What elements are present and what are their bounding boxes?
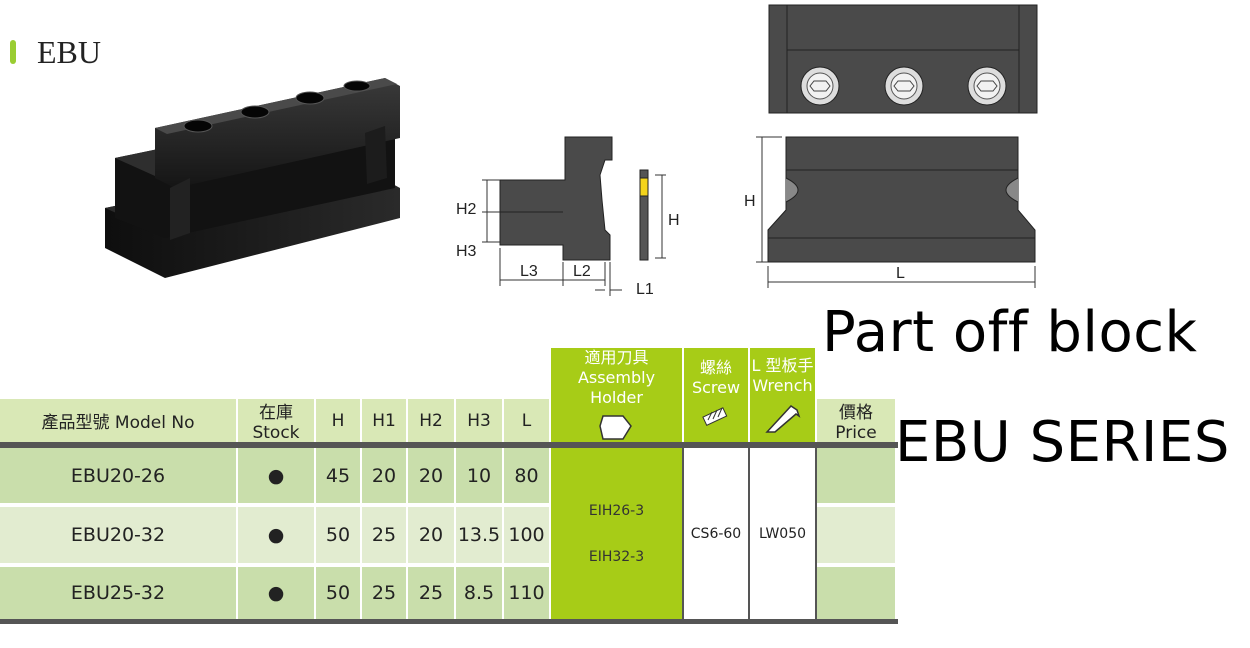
page-title: EBU bbox=[37, 34, 101, 70]
row2-price bbox=[817, 507, 895, 563]
dim-label-h3: H3 bbox=[456, 243, 477, 260]
product-photo bbox=[105, 78, 400, 278]
row1-model: EBU20-26 bbox=[0, 448, 236, 503]
header-rule bbox=[0, 442, 898, 448]
col-header-h2: H2 bbox=[408, 399, 454, 442]
row2-h1: 25 bbox=[362, 507, 406, 563]
row-separator bbox=[817, 503, 895, 507]
dim-label-h1: H1 bbox=[668, 212, 680, 229]
holder-merged-cell: EIH26-3 EIH32-3 bbox=[551, 448, 682, 619]
row1-stock: ● bbox=[238, 448, 314, 503]
row1-h3: 10 bbox=[456, 448, 502, 503]
wrench-header-en: Wrench bbox=[752, 376, 813, 395]
row3-l: 110 bbox=[504, 567, 549, 619]
column-divider bbox=[682, 448, 684, 619]
dim-label-l1: L1 bbox=[636, 281, 654, 298]
row2-h: 50 bbox=[316, 507, 360, 563]
dim-label-h2: H2 bbox=[456, 201, 477, 218]
dim-label-h: H bbox=[744, 193, 756, 210]
row-separator bbox=[817, 563, 895, 567]
col-header-h1: H1 bbox=[362, 399, 406, 442]
headline-series: EBU SERIES bbox=[895, 410, 1230, 475]
row-separator bbox=[0, 563, 549, 567]
row3-h3: 8.5 bbox=[456, 567, 502, 619]
row3-price bbox=[817, 567, 895, 619]
row3-stock: ● bbox=[238, 567, 314, 619]
col-header-h: H bbox=[316, 399, 360, 442]
screw-icon bbox=[702, 407, 728, 426]
col-header-model: 產品型號 Model No bbox=[0, 399, 236, 442]
header-accent-bar bbox=[10, 40, 16, 64]
row1-h: 45 bbox=[316, 448, 360, 503]
top-view-drawing bbox=[768, 4, 1038, 114]
col-header-holder: 適用刀具 Assembly Holder bbox=[551, 348, 682, 442]
headline-part-off-block: Part off block bbox=[822, 300, 1198, 365]
row3-h2: 25 bbox=[408, 567, 454, 619]
row2-stock: ● bbox=[238, 507, 314, 563]
dim-label-l3: L3 bbox=[520, 263, 538, 280]
wrench-header-zh: L 型板手 bbox=[751, 356, 814, 375]
col-header-h3: H3 bbox=[456, 399, 502, 442]
holder-icon bbox=[598, 415, 632, 440]
screw-merged-cell: CS6-60 bbox=[684, 448, 748, 619]
col-header-screw: 螺絲 Screw bbox=[684, 348, 748, 442]
row2-h3: 13.5 bbox=[456, 507, 502, 563]
row1-h1: 20 bbox=[362, 448, 406, 503]
holder-value-2: EIH32-3 bbox=[588, 548, 645, 565]
dim-label-l2: L2 bbox=[573, 263, 591, 280]
col-header-wrench: L 型板手 Wrench bbox=[750, 348, 815, 442]
row3-h: 50 bbox=[316, 567, 360, 619]
column-divider bbox=[815, 448, 817, 619]
row3-model: EBU25-32 bbox=[0, 567, 236, 619]
col-header-stock: 在庫 Stock bbox=[238, 399, 314, 443]
row2-model: EBU20-32 bbox=[0, 507, 236, 563]
row1-h2: 20 bbox=[408, 448, 454, 503]
screw-header-zh: 螺絲 bbox=[699, 358, 732, 377]
holder-header-en: Assembly Holder bbox=[577, 368, 656, 407]
dim-label-l: L bbox=[896, 265, 905, 282]
column-divider bbox=[748, 448, 750, 619]
table-bottom-rule bbox=[0, 619, 898, 624]
row3-h1: 25 bbox=[362, 567, 406, 619]
row1-price bbox=[817, 448, 895, 503]
col-header-l: L bbox=[504, 399, 549, 442]
row2-l: 100 bbox=[504, 507, 549, 563]
col-header-price: 價格 Price bbox=[817, 399, 895, 443]
screw-header-en: Screw bbox=[691, 378, 741, 397]
front-view-drawing: H L bbox=[744, 136, 1036, 288]
wrench-merged-cell: LW050 bbox=[750, 448, 815, 619]
holder-value-1: EIH26-3 bbox=[588, 502, 645, 519]
row-separator bbox=[0, 503, 549, 507]
wrench-icon bbox=[764, 405, 800, 433]
holder-header-zh: 適用刀具 bbox=[584, 348, 649, 367]
row2-h2: 20 bbox=[408, 507, 454, 563]
side-profile-drawing: H2 H3 H1 L3 L2 L1 bbox=[456, 136, 680, 298]
row1-l: 80 bbox=[504, 448, 549, 503]
